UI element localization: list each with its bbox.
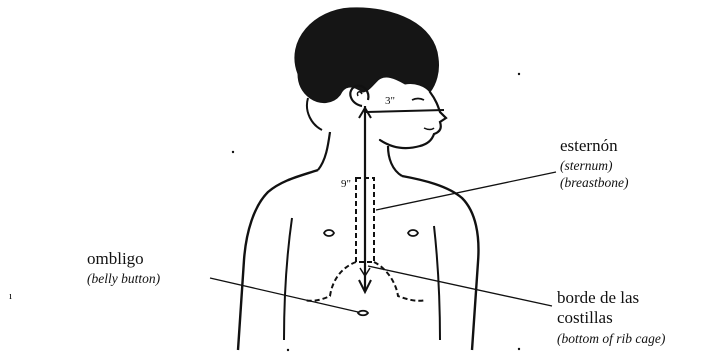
- stray-dot-1: [518, 73, 520, 75]
- navel-mark: [358, 311, 368, 316]
- mouth-mark: [424, 128, 434, 130]
- ribcage-title-line1: borde de las: [557, 288, 639, 307]
- right-nipple: [408, 230, 418, 236]
- hair-shape: [295, 8, 439, 103]
- ribcage-bottom-left: [304, 262, 356, 301]
- stray-dot-3: [287, 349, 289, 351]
- ear-to-nose-measure: 3": [385, 95, 395, 107]
- ear-inner: [357, 92, 362, 96]
- ribcage-title-line2: costillas: [557, 308, 613, 327]
- ear-to-ribs-measure: 9": [341, 178, 351, 190]
- neck-right: [388, 146, 402, 176]
- eye-mark: [412, 99, 424, 101]
- sternum-title: esternón: [560, 136, 618, 155]
- left-shoulder-arm: [238, 170, 318, 350]
- stray-dot-2: [232, 151, 234, 153]
- navel-subtitle-english: (belly button): [87, 271, 160, 287]
- navel-title: ombligo: [87, 249, 144, 268]
- neck-left: [318, 132, 330, 170]
- sternum-subtitle-common: (breastbone): [560, 175, 628, 191]
- left-torso-side: [284, 218, 292, 340]
- stray-dot-4: [518, 348, 520, 350]
- right-torso-side: [434, 226, 440, 340]
- sternum-subtitle-english: (sternum): [560, 158, 613, 174]
- ribcage-bottom-right: [374, 262, 426, 301]
- left-nipple: [324, 230, 334, 236]
- margin-mark: ı: [9, 290, 12, 302]
- ear-to-nose-line: [366, 110, 444, 112]
- back-of-head: [307, 98, 322, 130]
- ribcage-subtitle-english: (bottom of rib cage): [557, 331, 665, 347]
